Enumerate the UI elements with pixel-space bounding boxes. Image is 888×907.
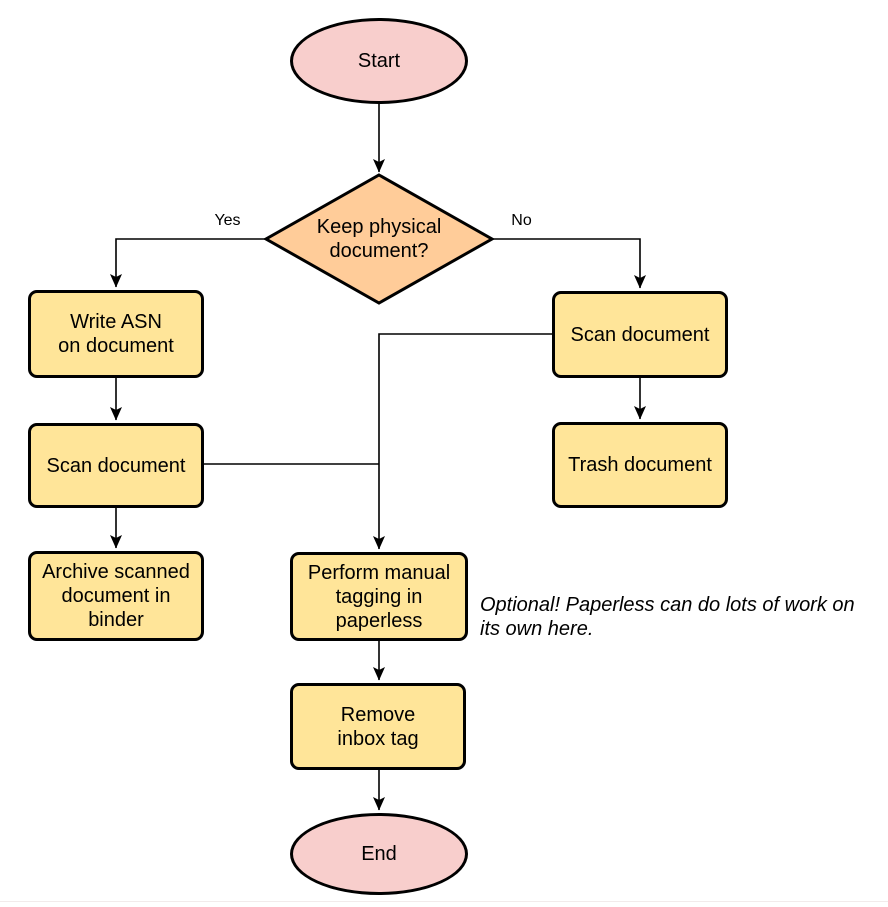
node-remove-inbox-tag: Remove inbox tag <box>290 683 466 770</box>
node-end: End <box>290 813 468 895</box>
node-manual-tagging: Perform manual tagging in paperless <box>290 552 468 641</box>
edge-decision-yes-to-write-asn <box>110 238 266 288</box>
edge-scan-right-to-tagging <box>373 333 552 550</box>
edge-decision-no-to-scan-right <box>492 238 646 289</box>
node-trash-document: Trash document <box>552 422 728 508</box>
node-start-label: Start <box>357 50 401 72</box>
note-optional-paperless: Optional! Paperless can do lots of work … <box>480 594 855 640</box>
node-write-asn: Write ASN on document <box>28 290 204 378</box>
node-scan-document-left: Scan document <box>28 423 204 508</box>
node-archive-binder: Archive scanned document in binder <box>28 551 204 641</box>
node-end-label: End <box>361 843 397 865</box>
node-decision-label: Keep physical document? <box>316 216 442 262</box>
page-bottom-edge <box>0 901 888 902</box>
decision-diamond-shape <box>262 173 496 305</box>
node-scan-document-right: Scan document <box>552 291 728 378</box>
edge-label-yes: Yes <box>214 212 241 229</box>
node-start: Start <box>290 18 468 104</box>
edge-label-no: No <box>511 212 532 229</box>
